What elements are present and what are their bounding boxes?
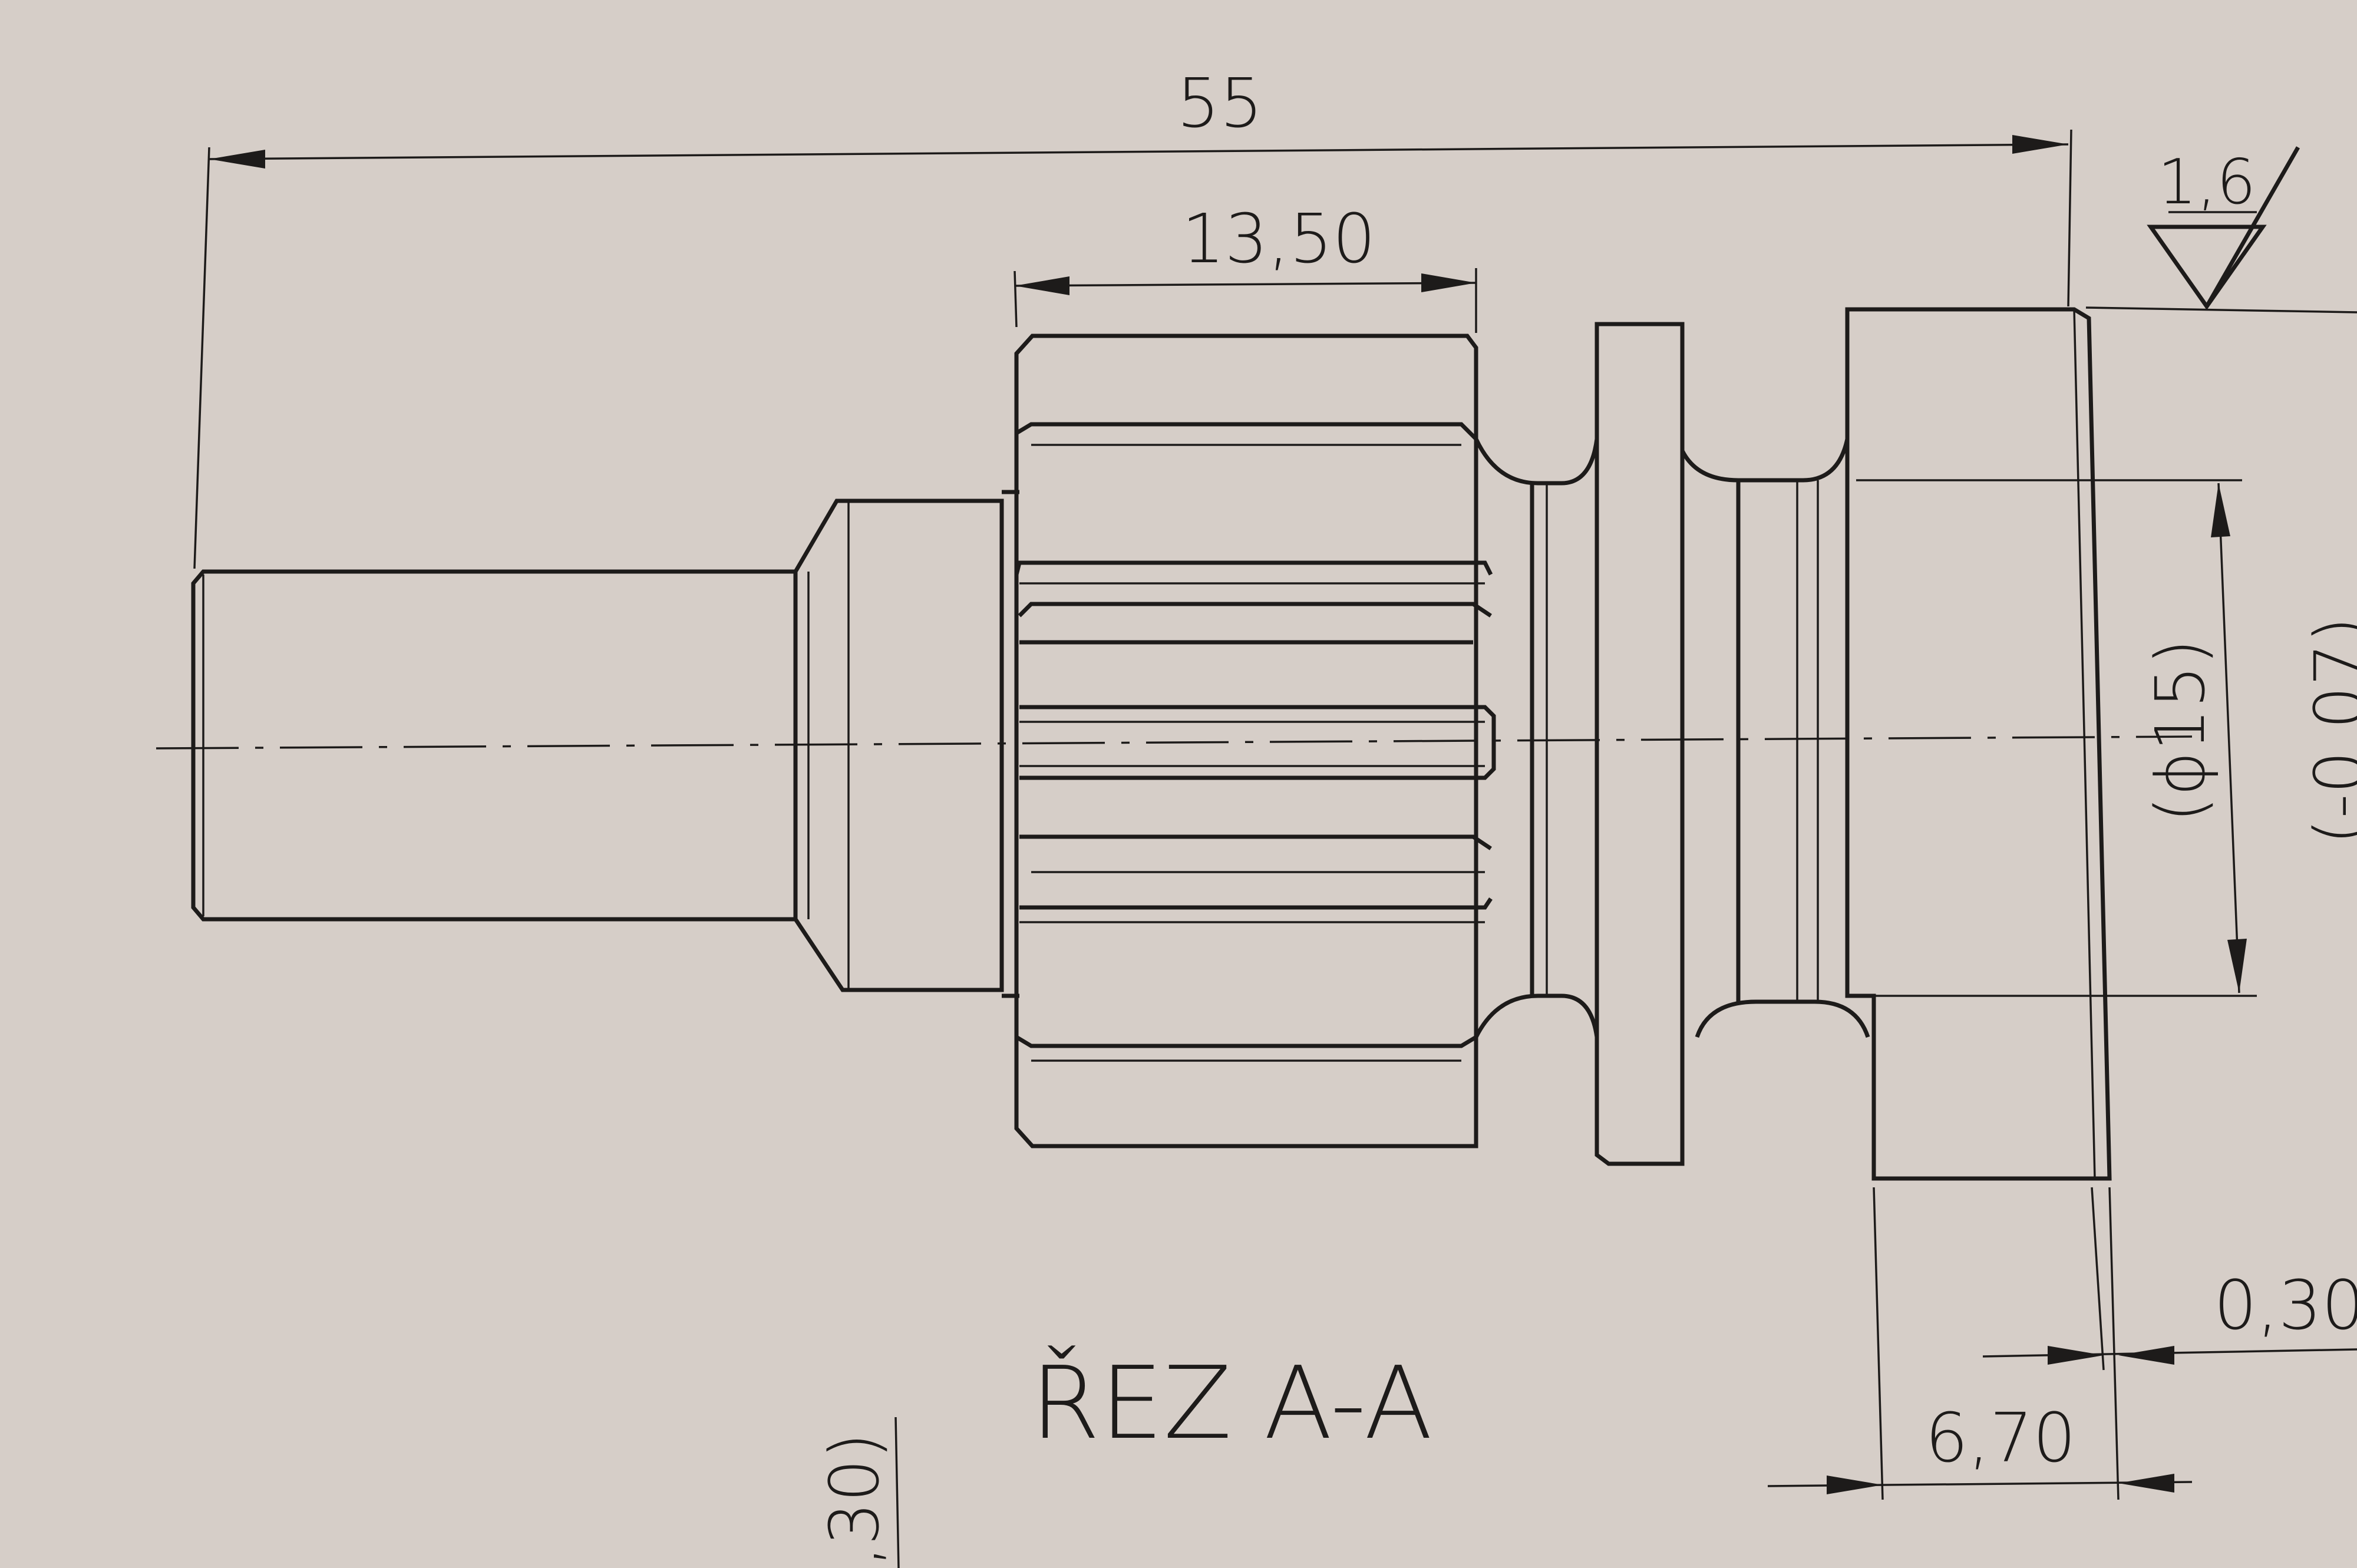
neck-groove-right	[1680, 438, 1850, 483]
center-line	[156, 735, 2193, 750]
dim-diameter-15: (ϕ15)	[2141, 639, 2220, 823]
chamfer-cone	[793, 499, 1004, 992]
dim-tolerance-partial: (-0,07)	[2300, 616, 2357, 844]
dim-bottom-partial: ,30)	[816, 1432, 894, 1567]
gear-body	[1014, 334, 1478, 1148]
dim-55: 55	[1177, 64, 1263, 143]
gear-teeth	[1014, 422, 1496, 1062]
dim-13-50: 13,50	[1181, 200, 1375, 279]
surface-roughness-symbol: 1,6	[2147, 146, 2300, 311]
dimension-gear-width: 13,50	[1014, 200, 1477, 333]
neck-groove-left	[1474, 438, 1599, 486]
part-outline	[191, 307, 2257, 1181]
dim-0-30: 0,30	[2214, 1266, 2357, 1345]
roughness-value: 1,6	[2158, 146, 2256, 218]
dimension-overall: 55	[193, 64, 2072, 569]
dimension-diameter: (ϕ15)	[2141, 483, 2247, 993]
center-flange	[1595, 322, 1685, 1166]
right-flange	[1845, 307, 2112, 1181]
section-label: ŘEZ A-A	[1031, 1345, 1433, 1462]
bottom-partial-dimension: ,30)	[816, 1417, 900, 1568]
dimension-flange-width: 6,70	[1767, 1187, 2193, 1500]
dim-6-70: 6,70	[1925, 1399, 2076, 1478]
dimension-offset: 0,30	[1982, 1187, 2357, 1371]
